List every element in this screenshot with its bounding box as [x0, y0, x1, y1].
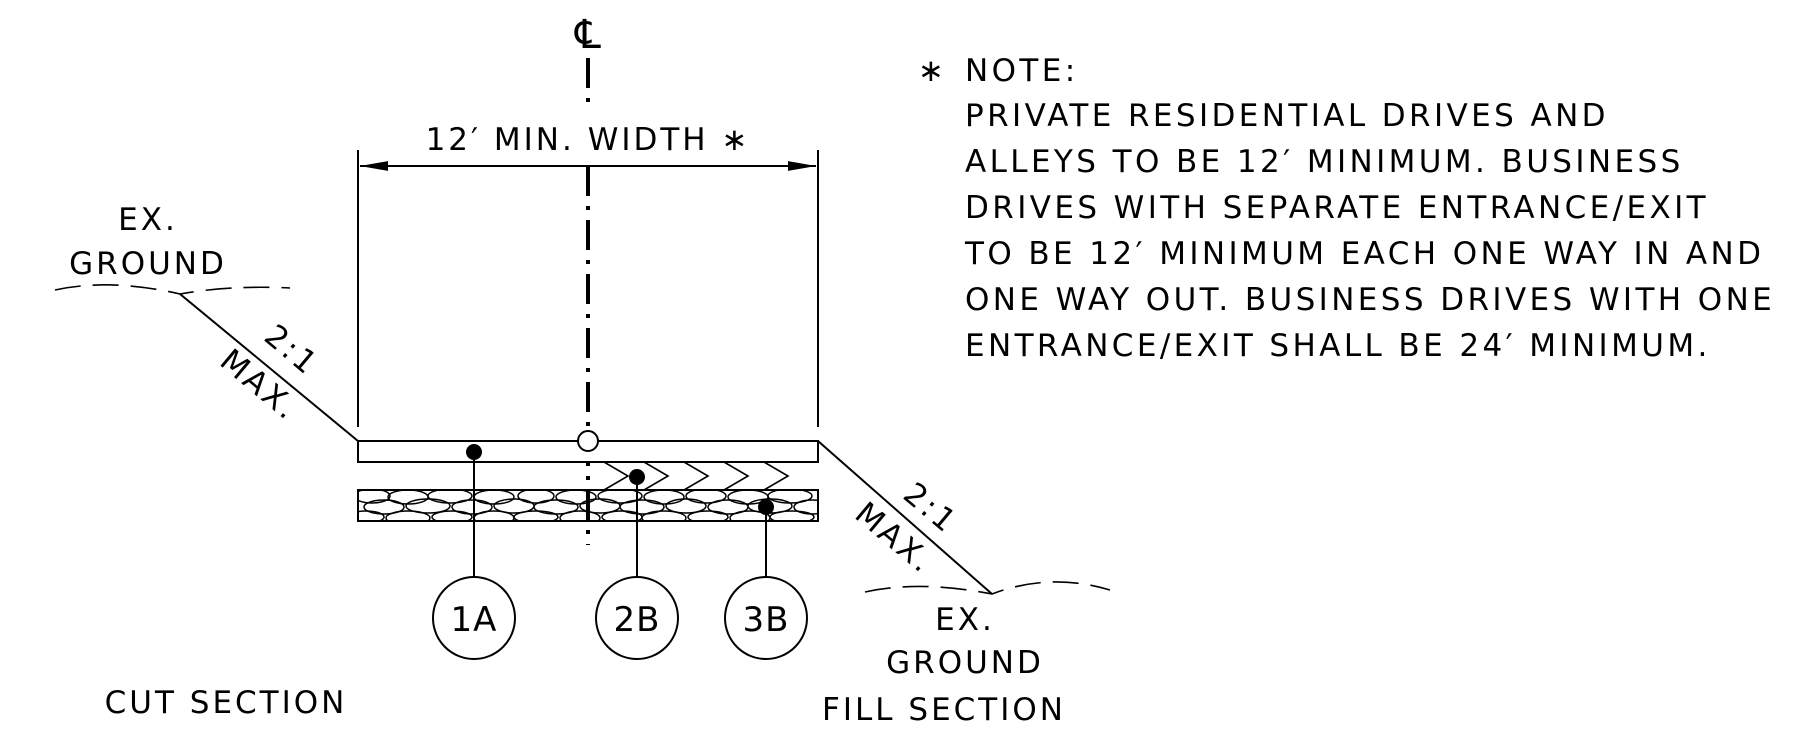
left-existing-ground-line	[54, 284, 291, 295]
left-cut-slope	[179, 293, 359, 442]
callout-label-2b: 2B	[614, 600, 661, 640]
note-heading: NOTE:	[965, 53, 1079, 89]
note-line: ENTRANCE/EXIT SHALL BE 24′ MINIMUM.	[965, 328, 1711, 364]
left-ground-label-line1: EX.	[118, 202, 178, 238]
note-line: ALLEYS TO BE 12′ MINIMUM. BUSINESS	[965, 144, 1684, 180]
callout-bubble-3b	[724, 576, 808, 660]
intermediate-course	[388, 462, 790, 490]
aggregate-base-outline	[357, 489, 819, 522]
callout-label-1a: 1A	[451, 600, 498, 640]
callout-label-3b: 3B	[743, 600, 790, 640]
dimension-label-mask	[405, 110, 775, 160]
left-ground-label-line2: GROUND	[69, 246, 227, 282]
right-existing-ground-line	[864, 581, 1111, 595]
callout-dot-3b	[758, 499, 774, 515]
cut-section-title: CUT SECTION	[105, 685, 348, 721]
note-marker: ∗	[918, 53, 947, 89]
right-fill-slope	[817, 440, 993, 595]
aggregate-base	[358, 490, 818, 521]
note-block: ∗ NOTE: PRIVATE RESIDENTIAL DRIVES AND A…	[918, 53, 1775, 364]
note-line: TO BE 12′ MINIMUM EACH ONE WAY IN AND	[964, 236, 1764, 272]
callout-dot-2b	[629, 469, 645, 485]
fill-section-title: FILL SECTION	[822, 692, 1066, 728]
note-line: DRIVES WITH SEPARATE ENTRANCE/EXIT	[965, 190, 1709, 226]
dimension-label: 12′ MIN. WIDTH ∗	[426, 122, 751, 158]
callout-dot-1a	[466, 444, 482, 460]
centerline-symbol: ℄	[574, 12, 601, 58]
note-line: ONE WAY OUT. BUSINESS DRIVES WITH ONE	[965, 282, 1775, 318]
crown-point	[577, 430, 599, 452]
callout-bubble-1a	[432, 576, 516, 660]
right-ground-label-line1: EX.	[935, 602, 995, 638]
right-ground-label-line2: GROUND	[886, 645, 1044, 681]
pavement-section	[357, 440, 819, 522]
callout-bubble-2b	[595, 576, 679, 660]
note-line: PRIVATE RESIDENTIAL DRIVES AND	[965, 98, 1609, 134]
